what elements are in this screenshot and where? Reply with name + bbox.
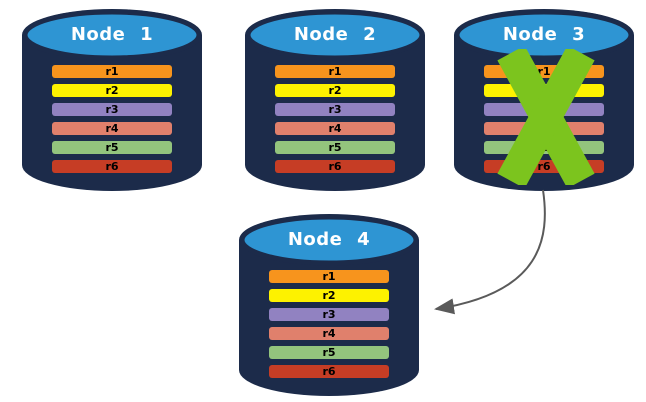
replica-bar-r4: r4 [269, 327, 389, 340]
replica-bar-r1: r1 [269, 270, 389, 283]
failure-x-icon [497, 49, 595, 185]
replica-bar-r6: r6 [52, 160, 172, 173]
replica-bar-r6: r6 [269, 365, 389, 378]
replica-list: r1 r2 r3 r4 r5 r6 [275, 65, 395, 179]
failover-arrow-path [434, 189, 546, 315]
cylinder-top [239, 214, 419, 266]
replica-bar-r5: r5 [275, 141, 395, 154]
replica-list: r1 r2 r3 r4 r5 r6 [269, 270, 389, 384]
node-2: Node 2 r1 r2 r3 r4 r5 r6 [242, 5, 428, 193]
cylinder-top [22, 9, 202, 61]
failover-arrow [434, 189, 546, 315]
replica-bar-r2: r2 [52, 84, 172, 97]
replica-bar-r2: r2 [275, 84, 395, 97]
x-stroke [497, 49, 595, 185]
node-4: Node 4 r1 r2 r3 r4 r5 r6 [236, 210, 422, 398]
replica-list: r1 r2 r3 r4 r5 r6 [52, 65, 172, 179]
replica-bar-r6: r6 [275, 160, 395, 173]
replica-bar-r1: r1 [52, 65, 172, 78]
node-title: Node 1 [70, 24, 154, 45]
replica-bar-r4: r4 [275, 122, 395, 135]
replica-bar-r5: r5 [52, 141, 172, 154]
replica-bar-r4: r4 [52, 122, 172, 135]
replica-bar-r1: r1 [275, 65, 395, 78]
node-1: Node 1 r1 r2 r3 r4 r5 r6 [19, 5, 205, 193]
replica-bar-r3: r3 [52, 103, 172, 116]
node-title: Node 2 [293, 24, 377, 45]
node-3: Node 3 r1 r2 r3 r4 r5 r6 [451, 5, 637, 193]
replica-bar-r5: r5 [269, 346, 389, 359]
replica-bar-r3: r3 [275, 103, 395, 116]
cylinder-top [245, 9, 425, 61]
replica-bar-r2: r2 [269, 289, 389, 302]
node-title: Node 4 [287, 229, 371, 250]
cylinder-top [454, 9, 634, 61]
replica-bar-r3: r3 [269, 308, 389, 321]
node-title: Node 3 [502, 24, 586, 45]
